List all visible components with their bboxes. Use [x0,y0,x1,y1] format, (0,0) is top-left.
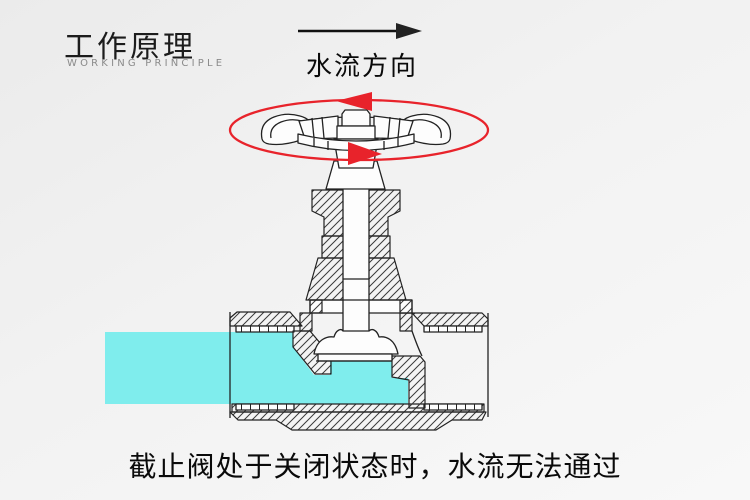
page-title: 工作原理 [64,30,196,65]
page-subtitle: WORKING PRINCIPLE [67,58,226,69]
valve-bonnet [305,189,413,314]
right-arrow-icon [298,23,422,39]
valve-disc [313,329,399,362]
thread-sections [235,325,483,411]
rotation-indicator-icon [228,92,490,165]
flow-direction-label: 水流方向 [305,52,418,82]
valve-body [229,311,489,431]
caption-text: 截止阀处于关闭状态时，水流无法通过 [128,450,622,483]
water-flow-shape [105,332,408,404]
